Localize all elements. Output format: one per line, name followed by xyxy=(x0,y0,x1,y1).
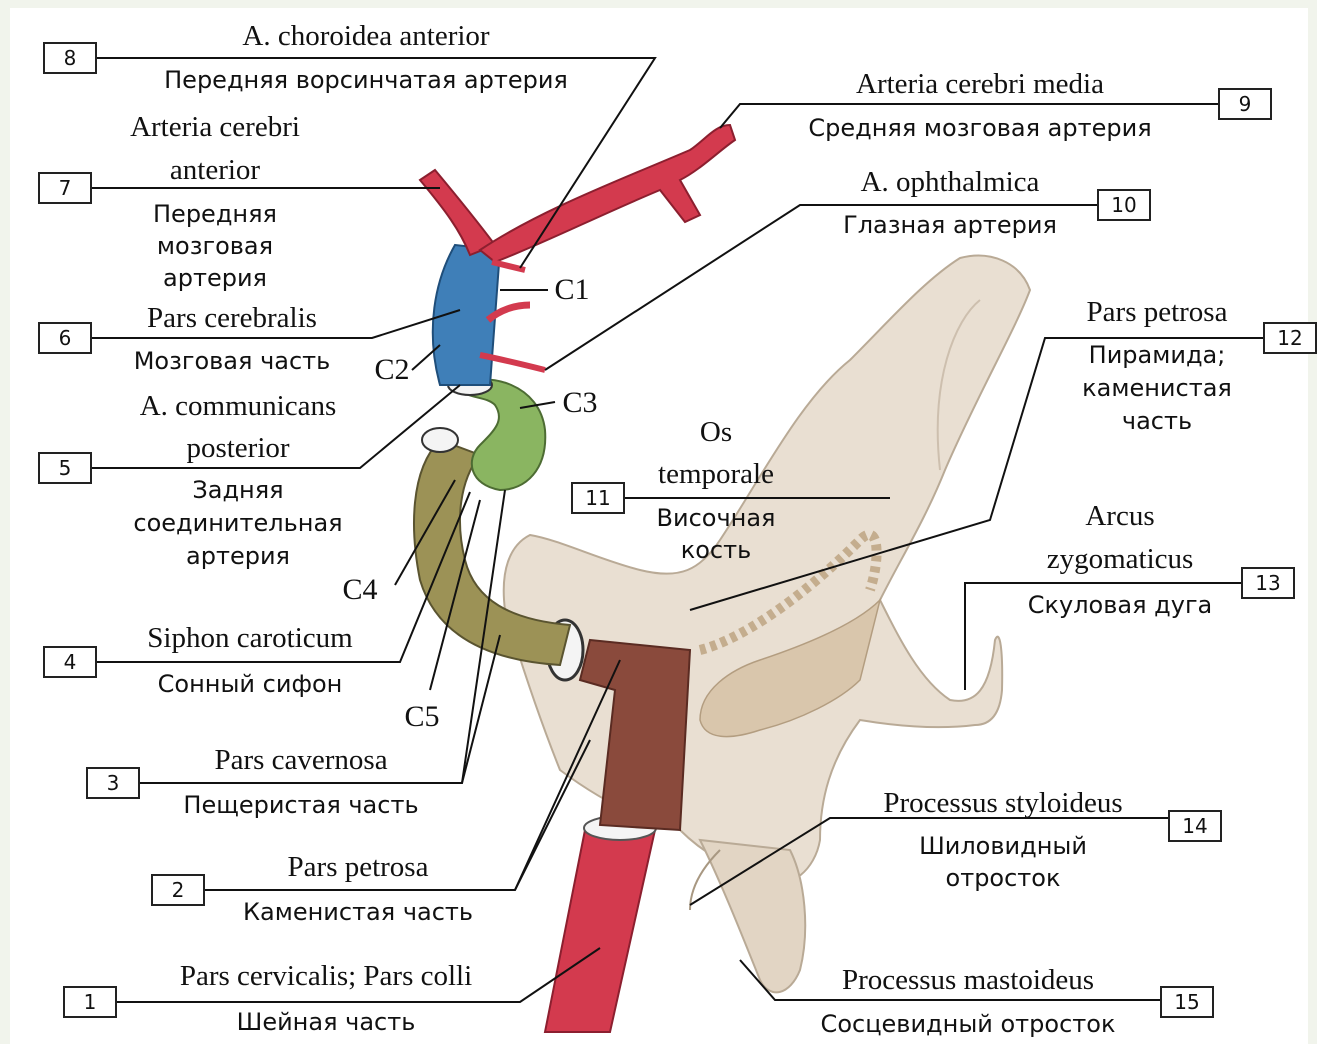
label-3-latin: Pars cavernosa xyxy=(214,746,387,775)
label-7-russian-line3: артерия xyxy=(163,266,267,290)
label-number-7: 7 xyxy=(38,172,92,204)
label-number-1: 1 xyxy=(63,986,117,1018)
pars-cervicalis-vessel xyxy=(545,830,655,1032)
label-10-latin: A. ophthalmica xyxy=(861,168,1040,197)
label-14-russian-line1: Шиловидный xyxy=(919,834,1087,858)
label-7-russian-line2: мозговая xyxy=(157,234,273,258)
label-1-latin: Pars cervicalis; Pars colli xyxy=(180,962,472,991)
label-12-russian-line3: часть xyxy=(1122,409,1192,433)
label-number-8: 8 xyxy=(43,42,97,74)
label-2-russian: Каменистая часть xyxy=(243,900,473,924)
label-number-3: 3 xyxy=(86,767,140,799)
label-5-latin-line2: posterior xyxy=(186,434,289,463)
label-number-12: 12 xyxy=(1263,322,1317,354)
label-1-russian: Шейная часть xyxy=(237,1010,416,1034)
anterior-cerebral-vessel xyxy=(420,170,495,255)
middle-cerebral-vessel xyxy=(480,125,735,262)
label-5-russian-line3: артерия xyxy=(186,544,290,568)
label-3-russian: Пещеристая часть xyxy=(183,793,418,817)
label-2-latin: Pars petrosa xyxy=(288,853,429,882)
label-number-10: 10 xyxy=(1097,189,1151,221)
label-13-latin-line2: zygomaticus xyxy=(1047,545,1194,574)
label-9-latin: Arteria cerebri media xyxy=(856,70,1104,99)
label-15-latin: Processus mastoideus xyxy=(842,966,1094,995)
label-number-4: 4 xyxy=(43,646,97,678)
label-number-11: 11 xyxy=(571,482,625,514)
label-12-russian-line1: Пирамида; xyxy=(1089,343,1226,367)
label-10-russian: Глазная артерия xyxy=(843,213,1057,237)
label-7-latin-line2: anterior xyxy=(170,156,260,185)
label-14-latin: Processus styloideus xyxy=(883,789,1122,818)
label-13-russian: Скуловая дуга xyxy=(1028,593,1213,617)
label-number-5: 5 xyxy=(38,452,92,484)
segment-c1: C1 xyxy=(554,275,589,305)
label-13-latin-line1: Arcus xyxy=(1085,502,1154,531)
label-6-russian: Мозговая часть xyxy=(134,349,331,373)
label-11-latin-line2: temporale xyxy=(658,460,774,489)
label-15-russian: Сосцевидный отросток xyxy=(821,1012,1116,1036)
label-number-2: 2 xyxy=(151,874,205,906)
label-12-latin: Pars petrosa xyxy=(1087,298,1228,327)
label-number-15: 15 xyxy=(1160,986,1214,1018)
label-number-9: 9 xyxy=(1218,88,1272,120)
label-number-6: 6 xyxy=(38,322,92,354)
label-5-latin-line1: A. communicans xyxy=(140,392,337,421)
label-4-latin: Siphon caroticum xyxy=(147,624,352,653)
label-12-russian-line2: каменистая xyxy=(1082,376,1232,400)
segment-c3: C3 xyxy=(562,388,597,418)
label-6-latin: Pars cerebralis xyxy=(147,304,317,333)
label-8-russian: Передняя ворсинчатая артерия xyxy=(164,68,568,92)
segment-c4: C4 xyxy=(342,575,377,605)
label-5-russian-line2: соединительная xyxy=(133,511,342,535)
label-number-13: 13 xyxy=(1241,567,1295,599)
segment-c5: C5 xyxy=(404,702,439,732)
label-7-latin-line1: Arteria cerebri xyxy=(130,113,300,142)
label-8-latin: A. choroidea anterior xyxy=(242,22,489,51)
label-11-latin-line1: Os xyxy=(700,418,732,447)
label-14-russian-line2: отросток xyxy=(946,866,1061,890)
label-11-russian-line2: кость xyxy=(681,538,752,562)
label-7-russian-line1: Передняя xyxy=(153,202,277,226)
label-4-russian: Сонный сифон xyxy=(158,672,343,696)
label-9-russian: Средняя мозговая артерия xyxy=(808,116,1151,140)
label-11-russian-line1: Височная xyxy=(657,506,776,530)
label-5-russian-line1: Задняя xyxy=(192,478,283,502)
segment-c2: C2 xyxy=(374,355,409,385)
label-number-14: 14 xyxy=(1168,810,1222,842)
